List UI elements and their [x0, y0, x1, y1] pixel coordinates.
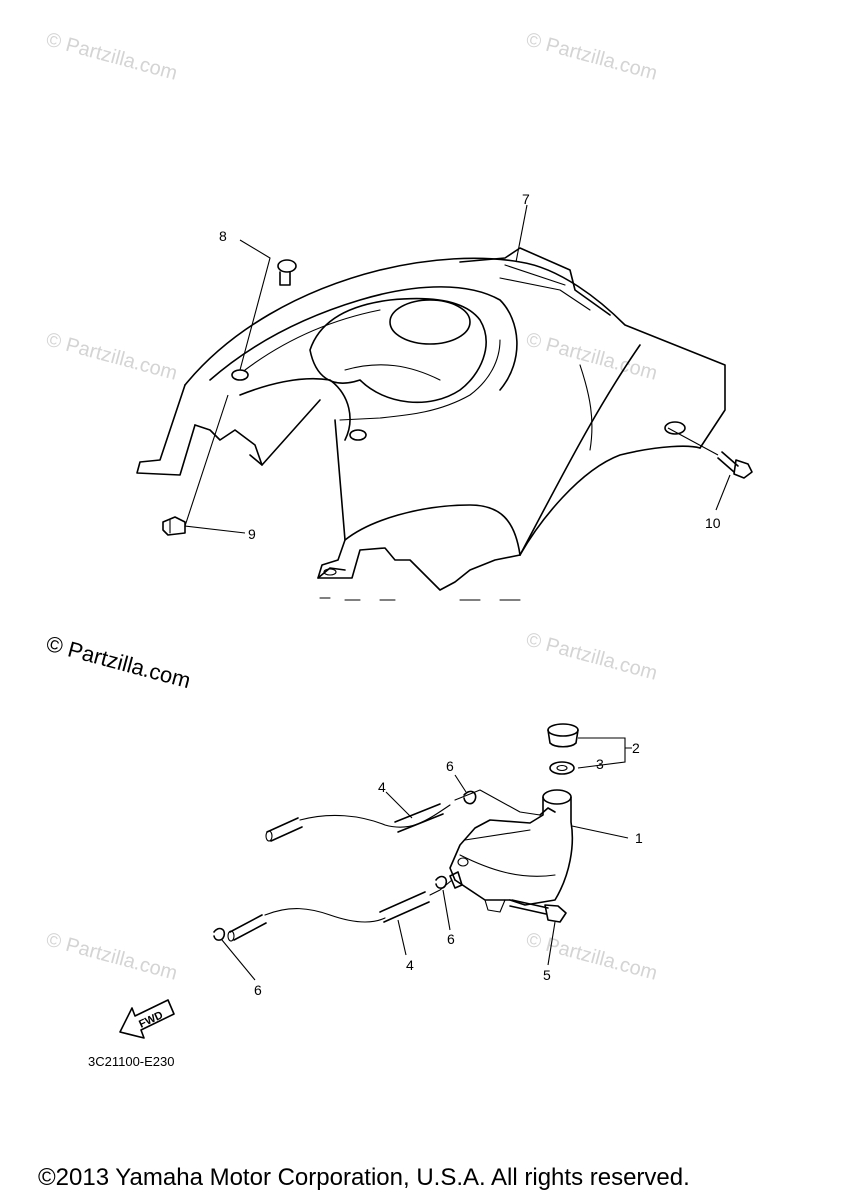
- watermark: © Partzilla.com: [44, 929, 180, 985]
- leader-6c: [221, 939, 256, 981]
- callout-10: 10: [705, 515, 721, 531]
- callout-6-lower: 6: [254, 982, 262, 998]
- gasket-3: [549, 761, 575, 775]
- leader-1: [571, 825, 629, 839]
- fwd-arrow-icon: FWD: [119, 999, 175, 1039]
- leader-5: [547, 921, 556, 966]
- screw-8: [277, 259, 297, 286]
- watermark: © Partzilla.com: [524, 29, 660, 85]
- partzilla-watermark: © Partzilla.com: [44, 631, 194, 694]
- callout-6-middle: 6: [447, 931, 455, 947]
- callout-9: 9: [248, 526, 256, 542]
- leader-4a: [385, 791, 413, 819]
- watermark: © Partzilla.com: [524, 329, 660, 385]
- bolt-10: [717, 451, 753, 479]
- fuel-tank-cover: [136, 247, 726, 601]
- leader-6b: [442, 889, 451, 931]
- cap-2: [547, 723, 579, 748]
- callout-6-upper: 6: [446, 758, 454, 774]
- leader-9: [184, 394, 246, 534]
- leader-6a: [454, 774, 467, 793]
- copyright-notice: ©2013 Yamaha Motor Corporation, U.S.A. A…: [38, 1164, 690, 1191]
- callout-4-upper: 4: [378, 779, 386, 795]
- callout-5: 5: [543, 967, 551, 983]
- callout-7: 7: [522, 191, 530, 207]
- reservoir-1: [449, 789, 574, 913]
- clip-9: [162, 516, 186, 536]
- clip-6c: [213, 927, 226, 941]
- bolt-5: [509, 899, 567, 923]
- callout-1: 1: [635, 830, 643, 846]
- watermarks: © Partzilla.com © Partzilla.com © Partzi…: [44, 29, 660, 985]
- watermark: © Partzilla.com: [44, 29, 180, 85]
- diagram-code: 3C21100-E230: [88, 1054, 175, 1069]
- clip-6b: [435, 875, 448, 889]
- callout-2: 2: [632, 740, 640, 756]
- clip-6a: [463, 790, 477, 805]
- callout-4-lower: 4: [406, 957, 414, 973]
- leader-2-3: [577, 737, 632, 769]
- callout-3: 3: [596, 756, 604, 772]
- watermark: © Partzilla.com: [524, 629, 660, 685]
- callout-8: 8: [219, 228, 227, 244]
- leader-4b: [397, 919, 407, 956]
- hose-4-lower: [227, 879, 453, 942]
- hose-4-upper: [265, 789, 541, 842]
- watermark: © Partzilla.com: [44, 329, 180, 385]
- leader-7: [515, 204, 528, 263]
- leader-8: [239, 239, 271, 371]
- leader-10: [667, 427, 731, 511]
